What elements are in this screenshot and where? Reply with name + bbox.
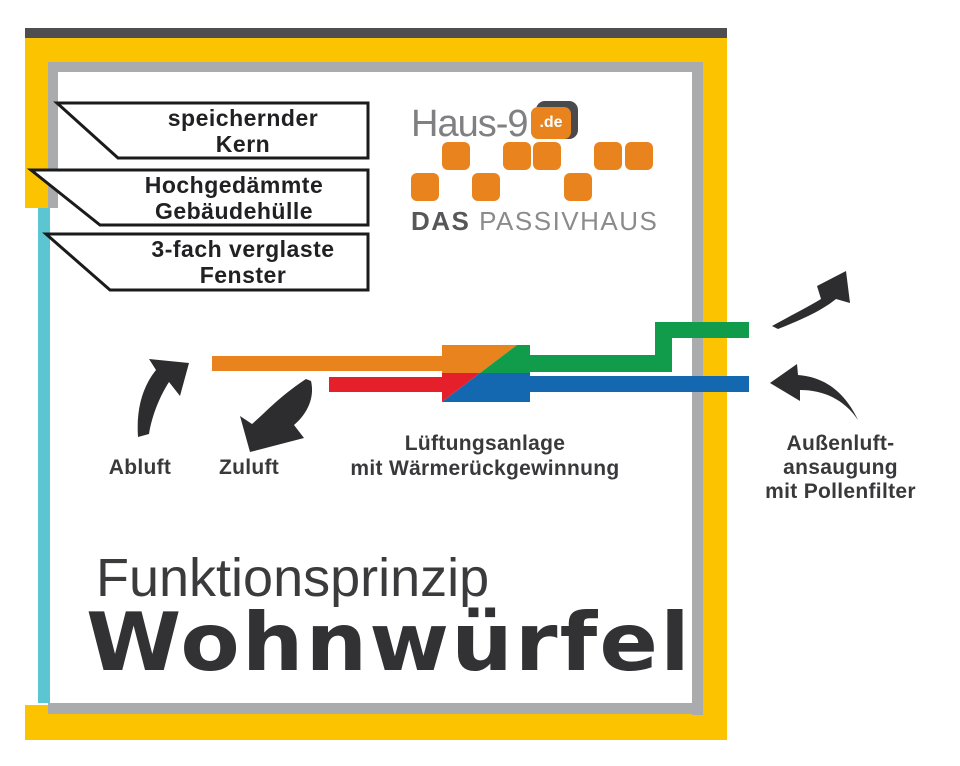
logo-square — [441, 142, 470, 170]
callout-line: Hochgedämmte — [144, 172, 324, 198]
heat-exchanger-orange-section — [442, 345, 517, 373]
exhaust-duct-green-upper — [655, 322, 749, 338]
outside-in-arrow-icon — [770, 364, 858, 420]
ventilation-unit-label-line: mit Wärmerückgewinnung — [350, 457, 620, 480]
tagline-das: DAS — [411, 206, 471, 236]
exhaust-out-arrow-icon — [772, 271, 850, 329]
inner-wall-top — [48, 62, 703, 72]
abluft-arrow-icon — [137, 359, 189, 437]
insulation-top — [25, 38, 727, 62]
zuluft-label: Zuluft — [218, 456, 280, 479]
logo-tld-badge: .de — [531, 107, 571, 139]
callout-line: Gebäudehülle — [154, 198, 314, 224]
inner-wall-left — [48, 62, 58, 208]
glass-window-strip — [38, 208, 50, 703]
outside-air-label: Außenluft- ansaugung mit Pollenfilter — [738, 432, 943, 504]
zuluft-arrow-icon — [240, 379, 313, 452]
tagline-passivhaus: PASSIVHAUS — [479, 206, 659, 236]
logo-square — [533, 142, 561, 170]
outside-air-label-line: Außenluft- — [786, 432, 895, 455]
logo-wordmark: Haus-9 — [411, 103, 528, 145]
callout-line: 3-fach verglaste — [151, 236, 335, 262]
exhaust-duct-green-lower — [528, 355, 672, 372]
outside-air-label-line: mit Pollenfilter — [765, 480, 916, 503]
heat-exchanger-green-section — [480, 345, 530, 373]
ventilation-unit-label-line: Lüftungsanlage — [404, 432, 566, 455]
logo-square — [594, 142, 622, 170]
insulation-left — [25, 38, 48, 208]
roof-dark-bar — [25, 28, 727, 38]
heat-exchanger-blue-section — [442, 373, 530, 402]
callout-box-gebaeudehuelle — [26, 168, 370, 227]
intake-duct-blue — [530, 376, 749, 392]
diagram-title-line1: Funktionsprinzip — [96, 548, 490, 608]
callout-label-gebaeudehuelle: Hochgedämmte Gebäudehülle — [108, 172, 360, 224]
logo-square — [563, 172, 592, 201]
logo-tagline: DAS PASSIVHAUS — [411, 208, 658, 234]
callout-label-speichernder-kern: speichernder Kern — [118, 105, 368, 157]
callout-line: Fenster — [199, 262, 287, 288]
supply-duct-orange — [212, 356, 452, 371]
callout-label-fenster: 3-fach verglaste Fenster — [118, 236, 368, 288]
logo-square — [472, 172, 500, 201]
abluft-label: Abluft — [108, 456, 172, 479]
inner-wall-bottom — [48, 703, 703, 714]
ventilation-unit-label: Lüftungsanlage mit Wärmerückgewinnung — [305, 431, 665, 481]
callout-box-speichernder-kern — [53, 101, 370, 160]
logo-square — [502, 142, 531, 170]
callout-line: speichernder — [167, 105, 319, 131]
supply-duct-red — [329, 377, 451, 392]
logo-square — [411, 172, 439, 201]
callout-box-fenster — [42, 232, 370, 292]
outside-air-label-line: ansaugung — [783, 456, 898, 479]
logo-squares — [411, 142, 663, 204]
diagram-title-line2: Wohnwürfel — [86, 596, 692, 689]
callout-line: Kern — [215, 131, 271, 157]
logo-square — [624, 142, 653, 170]
